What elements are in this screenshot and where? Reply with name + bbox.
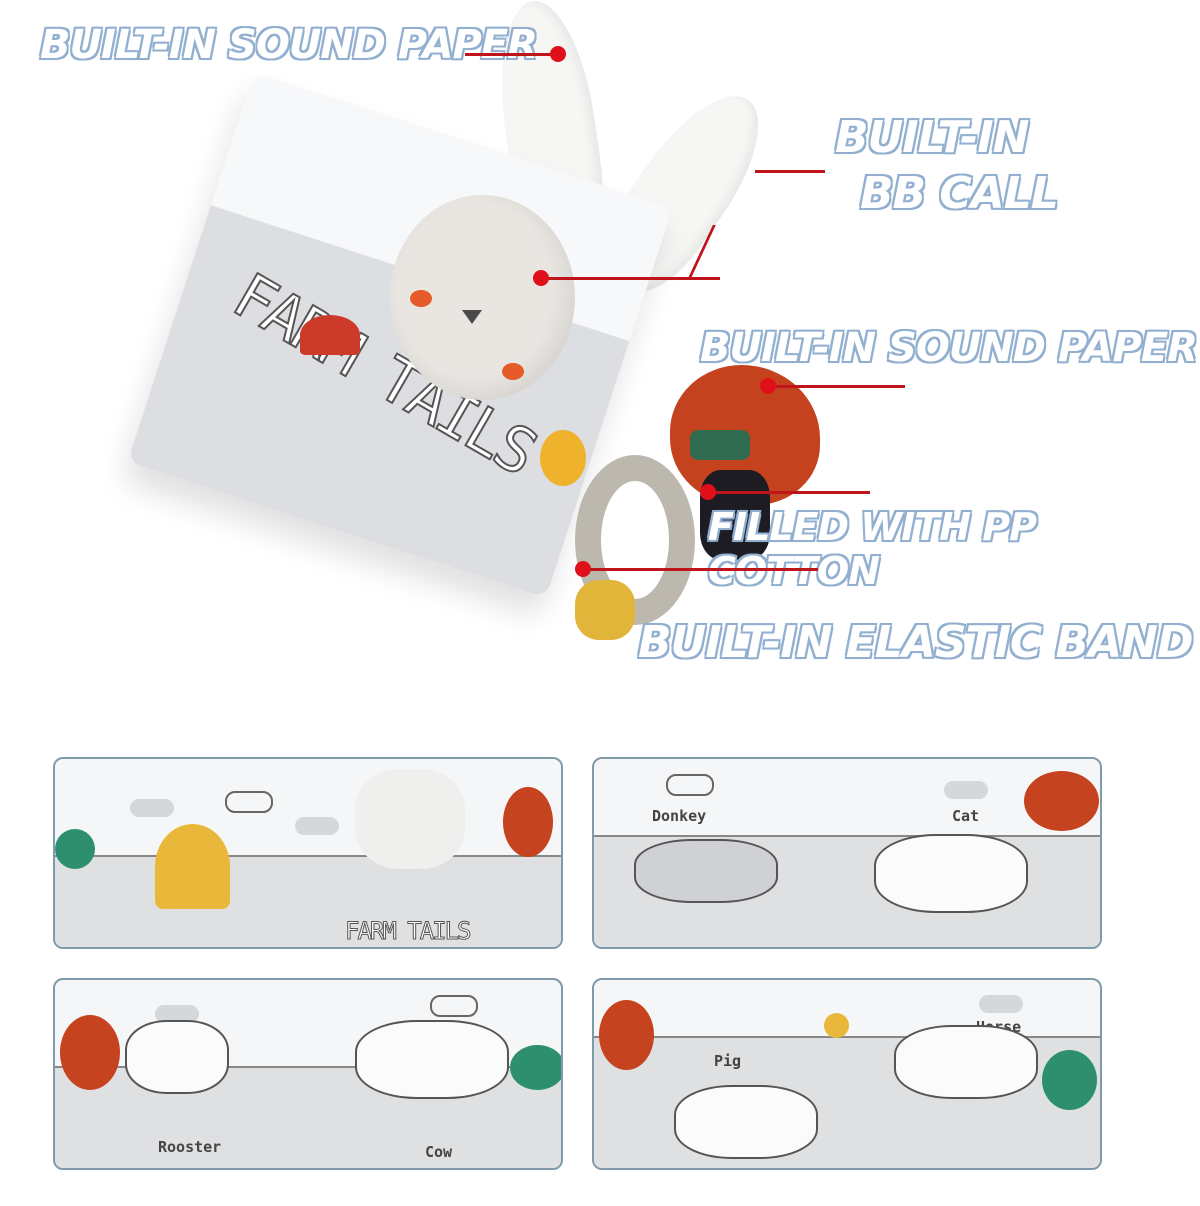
bunny-face bbox=[355, 769, 465, 869]
bunny-head-plush bbox=[390, 195, 575, 400]
cloud-icon bbox=[979, 995, 1023, 1013]
panel-cover-spread: FARM TAILS bbox=[53, 757, 563, 949]
bunny-cheek-left bbox=[410, 290, 432, 307]
sun-icon bbox=[824, 1013, 849, 1038]
cat-illustration bbox=[874, 834, 1028, 913]
callout-sound-paper-top: BUILT-IN SOUND PAPER bbox=[39, 21, 539, 69]
cloud-icon bbox=[155, 1005, 199, 1023]
green-band bbox=[690, 430, 750, 460]
panel-donkey-cat: Donkey Cat bbox=[592, 757, 1102, 949]
bunny-cheek-right bbox=[502, 363, 524, 380]
cloud-icon bbox=[430, 995, 478, 1017]
animal-label-rooster: Rooster bbox=[158, 1138, 222, 1156]
callout-bb-call-line2: BB CALL bbox=[859, 167, 1060, 220]
hill bbox=[55, 855, 561, 947]
pointer-dot bbox=[575, 561, 591, 577]
cloud-icon bbox=[944, 781, 988, 799]
pointer-dot bbox=[533, 270, 549, 286]
haystack-icon bbox=[155, 824, 230, 909]
donkey-illustration bbox=[634, 839, 778, 903]
rooster-tail-plush bbox=[599, 1000, 654, 1070]
bunny-nose bbox=[462, 310, 482, 324]
pointer-line bbox=[545, 277, 720, 280]
green-tail-plush bbox=[55, 829, 95, 869]
pointer-dot bbox=[760, 378, 776, 394]
tree-icon bbox=[540, 430, 586, 486]
pointer-line bbox=[710, 491, 870, 494]
callout-bb-call-line1: BUILT-IN bbox=[834, 111, 1030, 164]
cover-title: FARM TAILS bbox=[345, 917, 472, 946]
callout-elastic-band: BUILT-IN ELASTIC BAND bbox=[637, 616, 1194, 669]
cloud-icon bbox=[130, 799, 174, 817]
pointer-line bbox=[588, 568, 818, 571]
pointer-line bbox=[755, 170, 825, 173]
rooster-tail-plush bbox=[503, 787, 553, 857]
horse-illustration bbox=[894, 1025, 1038, 1099]
cloud-icon bbox=[225, 791, 273, 813]
green-tail-plush bbox=[510, 1045, 561, 1090]
animal-label-cat: Cat bbox=[952, 807, 980, 825]
pointer-dot bbox=[550, 46, 566, 62]
cow-illustration bbox=[355, 1020, 509, 1099]
pointer-line bbox=[770, 385, 905, 388]
pointer-line bbox=[465, 53, 555, 56]
animal-label-cow: Cow bbox=[425, 1143, 453, 1161]
callout-sound-paper-mid: BUILT-IN SOUND PAPER bbox=[699, 324, 1199, 372]
animal-label-donkey: Donkey bbox=[652, 807, 707, 825]
chicken-foot-plush bbox=[575, 580, 635, 640]
panel-pig-horse: Pig Horse bbox=[592, 978, 1102, 1170]
pointer-dot bbox=[700, 484, 716, 500]
cloud-icon bbox=[295, 817, 339, 835]
animal-label-pig: Pig bbox=[714, 1052, 742, 1070]
rooster-tail-plush bbox=[1024, 771, 1099, 831]
callout-pp-cotton: FILLED WITH PP COTTON bbox=[707, 504, 1038, 594]
panel-rooster-cow: Rooster Cow bbox=[53, 978, 563, 1170]
cloud-icon bbox=[666, 774, 714, 796]
pig-illustration bbox=[674, 1085, 818, 1159]
green-tail-plush bbox=[1042, 1050, 1097, 1110]
rooster-tail-plush bbox=[60, 1015, 120, 1090]
mushroom-icon bbox=[300, 315, 360, 355]
rooster-illustration bbox=[125, 1020, 229, 1094]
